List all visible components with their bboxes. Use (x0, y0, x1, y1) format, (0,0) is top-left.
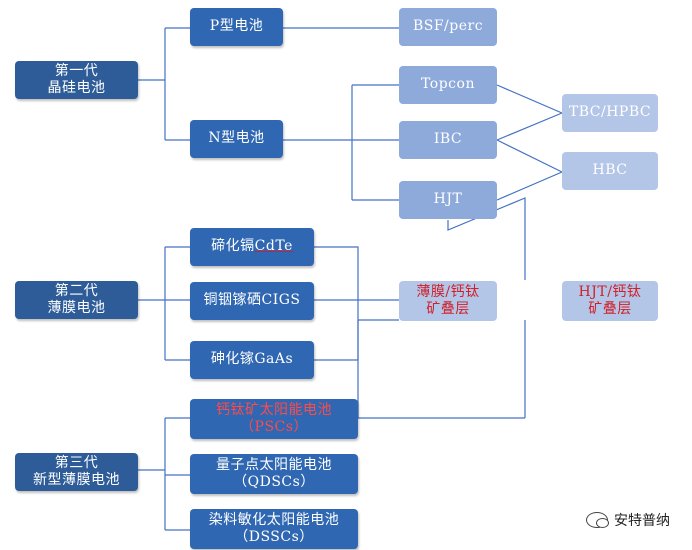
tbc-box: TBC/HPBC (562, 94, 658, 132)
gen2-box: 第二代 薄膜电池 (15, 281, 138, 319)
bsf-label: BSF/perc (412, 18, 484, 35)
cigs-label: 铜铟镓硒CIGS (203, 292, 301, 309)
watermark-text: 安特普纳 (614, 513, 670, 529)
cdte-prefix: 碲化镉 (211, 238, 255, 255)
gen1-box: 第一代 晶硅电池 (15, 61, 138, 99)
gen3-box: 第三代 新型薄膜电池 (15, 453, 138, 491)
dssc-line2: （DSSCs） (234, 529, 314, 545)
p-cell-box: P型电池 (190, 8, 283, 46)
wechat-icon (586, 512, 609, 528)
ibc-box: IBC (399, 121, 497, 159)
qdsc-box: 量子点太阳能电池 （QDSCs） (190, 454, 358, 494)
gen1-line2: 晶硅电池 (47, 80, 106, 96)
tandem-film-line2: 矿叠层 (426, 301, 470, 317)
tandem-film-line1: 薄膜/钙钛 (416, 283, 480, 300)
hjt-box: HJT (399, 181, 497, 219)
gen2-line1: 第二代 (54, 282, 99, 299)
gen3-line1: 第三代 (54, 454, 99, 471)
n-cell-label: N型电池 (208, 130, 265, 147)
p-cell-label: P型电池 (209, 18, 264, 35)
tandem-hjt-line2: 矿叠层 (588, 301, 632, 317)
bsf-box: BSF/perc (399, 8, 497, 46)
topcon-label: Topcon (421, 76, 475, 93)
gen3-line2: 新型薄膜电池 (33, 472, 120, 488)
gen2-line2: 薄膜电池 (47, 300, 106, 316)
ibc-label: IBC (433, 131, 463, 148)
cigs-box: 铜铟镓硒CIGS (190, 282, 314, 320)
tandem-hjt-box: HJT/钙钛 矿叠层 (562, 281, 658, 321)
gaas-box: 砷化镓GaAs (190, 341, 314, 379)
topcon-box: Topcon (399, 66, 497, 104)
tandem-hjt-line1: HJT/钙钛 (578, 283, 642, 300)
hjt-label: HJT (433, 191, 463, 208)
tandem-film-box: 薄膜/钙钛 矿叠层 (399, 281, 497, 321)
qdsc-line1: 量子点太阳能电池 (216, 456, 332, 473)
psc-line2: （PSCs） (240, 419, 308, 435)
gaas-label: 砷化镓GaAs (210, 351, 294, 368)
watermark: 安特普纳 (586, 510, 670, 530)
hbc-box: HBC (562, 152, 658, 190)
n-cell-box: N型电池 (190, 120, 283, 158)
gen1-line1: 第一代 (54, 62, 99, 79)
cdte-suffix: CdTe (254, 238, 293, 255)
dssc-box: 染料敏化太阳能电池 （DSSCs） (190, 509, 358, 549)
psc-line1: 钙钛矿太阳能电池 (216, 401, 332, 418)
hbc-label: HBC (592, 162, 628, 179)
dssc-line1: 染料敏化太阳能电池 (208, 511, 340, 528)
tbc-label: TBC/HPBC (568, 104, 652, 121)
qdsc-line2: （QDSCs） (233, 474, 315, 490)
psc-box: 钙钛矿太阳能电池 （PSCs） (190, 399, 358, 439)
